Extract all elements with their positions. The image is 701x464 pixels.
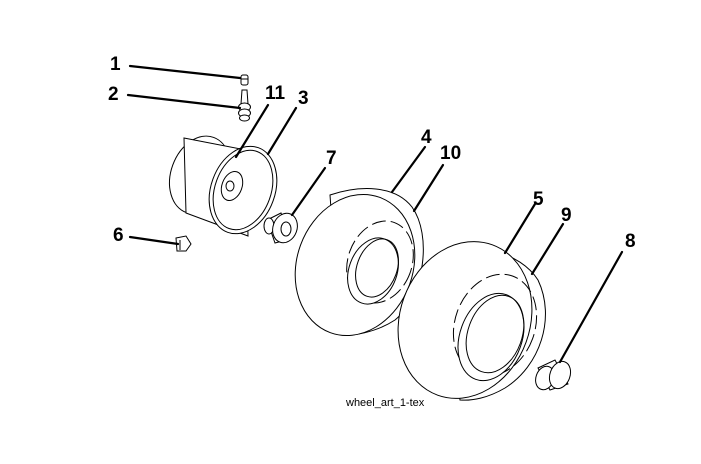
- rear-tire: [397, 241, 546, 401]
- valve-stem: [238, 89, 251, 122]
- callout-11: 11: [265, 83, 286, 104]
- leader-line-1: [128, 64, 242, 80]
- front-tire: [294, 188, 424, 337]
- callout-8: 8: [625, 231, 636, 252]
- callout-3: 3: [298, 88, 309, 109]
- wheel-bushing: [263, 212, 298, 244]
- leader-line-10: [412, 163, 445, 213]
- leader-lines: [126, 64, 624, 364]
- hub-cap: [535, 359, 572, 391]
- leader-line-9: [530, 222, 565, 276]
- leader-line-4: [390, 145, 427, 194]
- wheel-rim: [169, 135, 278, 237]
- wheel-bolt: [175, 235, 192, 252]
- figure-caption: wheel_art_1-tex: [345, 397, 425, 409]
- callout-2: 2: [108, 84, 119, 105]
- leader-line-6: [128, 235, 180, 246]
- callout-6: 6: [113, 225, 124, 246]
- leader-line-11: [234, 103, 270, 159]
- leader-line-3: [266, 106, 298, 156]
- leader-line-7: [290, 166, 327, 217]
- callouts: 1 2 11 3 7 4 10 5 9 8 6: [108, 54, 636, 252]
- leader-line-2: [126, 93, 242, 110]
- callout-1: 1: [110, 54, 121, 75]
- leader-line-8: [558, 250, 624, 364]
- callout-4: 4: [421, 127, 432, 148]
- callout-5: 5: [533, 189, 544, 210]
- callout-7: 7: [326, 148, 337, 169]
- callout-10: 10: [440, 143, 461, 164]
- valve-cap: [240, 74, 249, 86]
- callout-9: 9: [561, 205, 572, 226]
- leader-line-5: [503, 202, 537, 255]
